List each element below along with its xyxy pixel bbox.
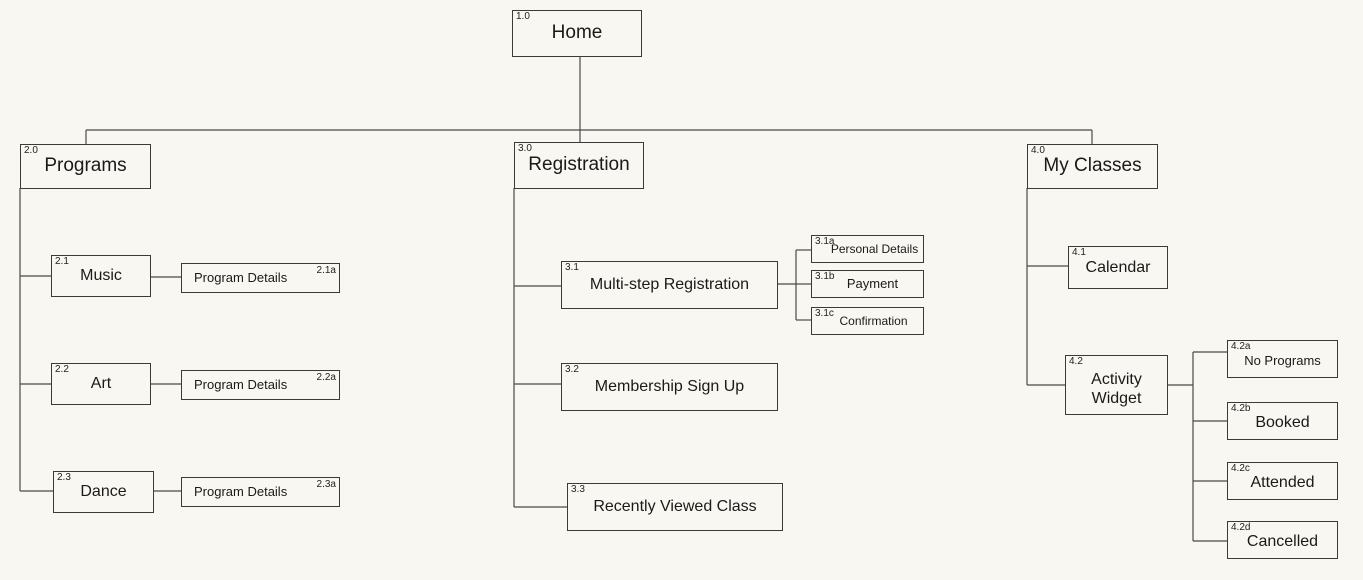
- node-number: 4.2c: [1231, 463, 1250, 474]
- node-label: Calendar: [1085, 258, 1151, 276]
- node-number: 2.0: [24, 145, 38, 156]
- node-registration: 3.0 Registration: [514, 142, 644, 189]
- node-label: Booked: [1255, 414, 1310, 432]
- node-number: 1.0: [516, 11, 530, 22]
- node-programs: 2.0 Programs: [20, 144, 151, 189]
- node-label: Home: [551, 22, 603, 44]
- node-payment: 3.1b Payment: [811, 270, 924, 298]
- node-number: 4.2d: [1231, 522, 1251, 533]
- node-number: 2.2: [55, 364, 69, 375]
- node-activity-widget: 4.2 Activity Widget: [1065, 355, 1168, 415]
- node-art: 2.2 Art: [51, 363, 151, 405]
- node-label: Attended: [1250, 474, 1315, 492]
- node-label: Multi-step Registration: [589, 276, 750, 294]
- node-recently-viewed-class: 3.3 Recently Viewed Class: [567, 483, 783, 531]
- node-label: Payment: [846, 276, 899, 292]
- node-label: Activity Widget: [1091, 370, 1142, 407]
- node-number: 2.3: [57, 472, 71, 483]
- node-number: 2.1a: [316, 265, 336, 276]
- node-attended: 4.2c Attended: [1227, 462, 1338, 500]
- node-label: No Programs: [1244, 353, 1321, 369]
- node-home: 1.0 Home: [512, 10, 642, 57]
- node-number: 3.1b: [815, 271, 835, 282]
- node-label: My Classes: [1043, 155, 1142, 177]
- node-booked: 4.2b Booked: [1227, 402, 1338, 440]
- node-label: Registration: [528, 154, 630, 176]
- node-number: 3.2: [565, 364, 579, 375]
- node-label: Program Details: [194, 270, 288, 286]
- node-cancelled: 4.2d Cancelled: [1227, 521, 1338, 559]
- node-label: Personal Details: [830, 241, 919, 256]
- node-membership-sign-up: 3.2 Membership Sign Up: [561, 363, 778, 411]
- node-number: 2.1: [55, 256, 69, 267]
- node-label: Programs: [44, 155, 127, 177]
- node-label: Program Details: [194, 484, 288, 500]
- node-number: 3.3: [571, 484, 585, 495]
- node-label: Program Details: [194, 377, 288, 393]
- node-label: Art: [90, 375, 112, 393]
- node-no-programs: 4.2a No Programs: [1227, 340, 1338, 378]
- node-number: 4.0: [1031, 145, 1045, 156]
- node-label: Dance: [80, 483, 127, 501]
- node-number: 3.1c: [815, 308, 834, 319]
- node-my-classes: 4.0 My Classes: [1027, 144, 1158, 189]
- node-dance-program-details: 2.3a Program Details: [181, 477, 340, 507]
- node-number: 4.2b: [1231, 403, 1251, 414]
- node-number: 4.2: [1069, 356, 1083, 367]
- node-calendar: 4.1 Calendar: [1068, 246, 1168, 289]
- node-dance: 2.3 Dance: [53, 471, 154, 513]
- node-label: Confirmation: [839, 313, 908, 328]
- node-number: 3.1a: [815, 236, 835, 247]
- node-number: 3.0: [518, 143, 532, 154]
- node-number: 2.2a: [316, 372, 336, 383]
- node-number: 2.3a: [316, 479, 336, 490]
- node-label: Membership Sign Up: [594, 378, 745, 396]
- node-label: Music: [80, 267, 122, 285]
- node-music: 2.1 Music: [51, 255, 151, 297]
- node-music-program-details: 2.1a Program Details: [181, 263, 340, 293]
- node-personal-details: 3.1a Personal Details: [811, 235, 924, 263]
- node-number: 4.2a: [1231, 341, 1251, 352]
- node-number: 4.1: [1072, 247, 1086, 258]
- node-multi-step-registration: 3.1 Multi-step Registration: [561, 261, 778, 309]
- node-art-program-details: 2.2a Program Details: [181, 370, 340, 400]
- node-label: Cancelled: [1246, 533, 1319, 551]
- node-label: Recently Viewed Class: [593, 498, 757, 516]
- node-confirmation: 3.1c Confirmation: [811, 307, 924, 335]
- node-number: 3.1: [565, 262, 579, 273]
